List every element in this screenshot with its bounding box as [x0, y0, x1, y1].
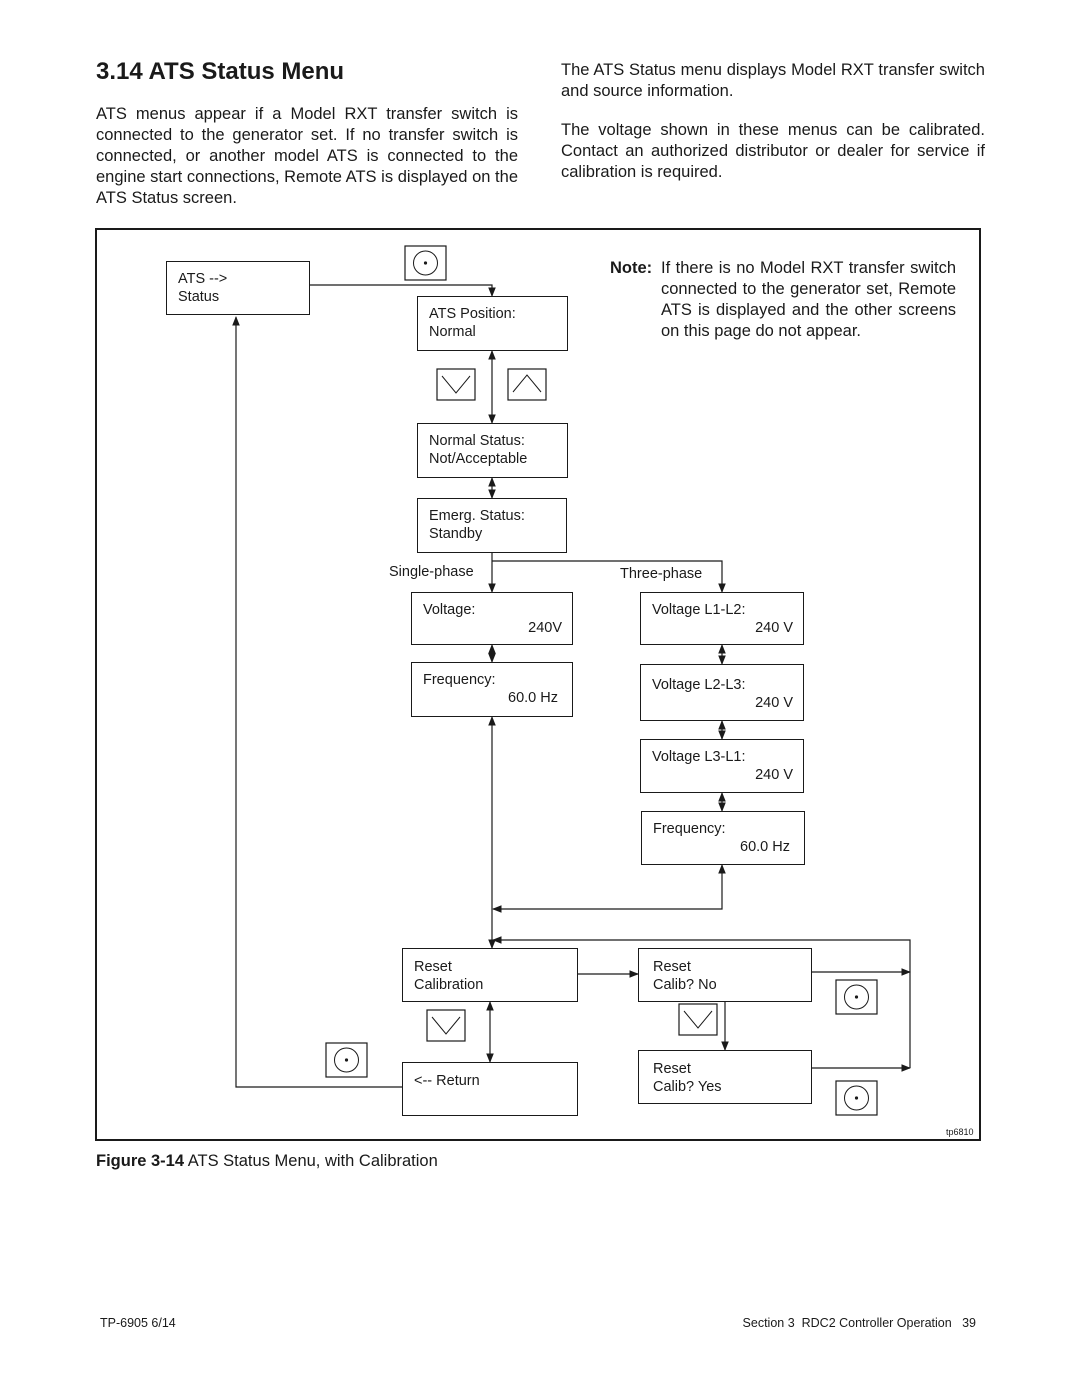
three-phase-label: Three-phase — [620, 566, 703, 582]
menu-box-tp-frequency: Frequency: 60.0 Hz — [641, 811, 805, 865]
box-line: Frequency: — [653, 821, 726, 837]
down-arrow-button-icon — [678, 1003, 718, 1036]
menu-box-ats-position: ATS Position: Normal — [417, 296, 568, 351]
note-text: If there is no Model RXT transfer switch… — [661, 259, 956, 340]
box-value: 60.0 Hz — [508, 690, 558, 706]
menu-box-tp-voltage-l2-l3: Voltage L2-L3: 240 V — [640, 664, 804, 721]
box-line: Not/Acceptable — [429, 451, 528, 467]
caption-number: Figure 3-14 — [96, 1152, 185, 1170]
description-paragraph: The ATS Status menu displays Model RXT t… — [561, 61, 985, 100]
box-value: 240 V — [755, 695, 793, 711]
figure-caption: Figure 3-14 ATS Status Menu, with Calibr… — [96, 1152, 438, 1171]
box-line: Calib? Yes — [653, 1079, 722, 1095]
box-line: Voltage: — [423, 602, 476, 618]
box-line: Emerg. Status: — [429, 508, 525, 524]
box-line: Reset — [653, 959, 691, 975]
up-arrow-button-icon — [507, 368, 547, 401]
box-line: Reset — [653, 1061, 691, 1077]
menu-box-return: <-- Return — [402, 1062, 578, 1116]
box-value: 240V — [528, 620, 562, 636]
menu-box-reset-calib-yes: Reset Calib? Yes — [638, 1050, 812, 1104]
note-label: Note: — [610, 259, 653, 277]
box-line: Normal Status: — [429, 433, 525, 449]
box-line: ATS Position: — [429, 306, 516, 322]
down-arrow-button-icon — [436, 368, 476, 401]
box-line: Normal — [429, 324, 476, 340]
box-line: Calibration — [414, 977, 484, 993]
box-line: Voltage L2-L3: — [652, 677, 746, 693]
footer-section-page: Section 3 RDC2 Controller Operation 39 — [742, 1316, 976, 1330]
box-line: ATS --> — [178, 271, 228, 287]
select-button-icon — [835, 1080, 878, 1116]
single-phase-label: Single-phase — [389, 564, 474, 580]
menu-box-sp-voltage: Voltage: 240V — [411, 592, 573, 645]
menu-box-ats-status: ATS --> Status — [166, 261, 310, 315]
menu-box-tp-voltage-l3-l1: Voltage L3-L1: 240 V — [640, 739, 804, 793]
box-line: Voltage L3-L1: — [652, 749, 746, 765]
select-button-icon — [325, 1042, 368, 1078]
figure-frame — [95, 228, 981, 1141]
down-arrow-button-icon — [426, 1009, 466, 1042]
caption-text: ATS Status Menu, with Calibration — [187, 1152, 438, 1170]
box-value: 60.0 Hz — [740, 839, 790, 855]
box-line: Frequency: — [423, 672, 496, 688]
section-heading: 3.14 ATS Status Menu — [96, 58, 345, 85]
box-value: 240 V — [755, 767, 793, 783]
intro-paragraph: ATS menus appear if a Model RXT transfer… — [96, 105, 518, 207]
select-button-icon — [835, 979, 878, 1015]
menu-box-normal-status: Normal Status: Not/Acceptable — [417, 423, 568, 478]
box-line: Status — [178, 289, 220, 305]
menu-box-emerg-status: Emerg. Status: Standby — [417, 498, 567, 553]
menu-box-tp-voltage-l1-l2: Voltage L1-L2: 240 V — [640, 592, 804, 645]
box-value: 240 V — [755, 620, 793, 636]
box-line: Standby — [429, 526, 483, 542]
calibration-paragraph: The voltage shown in these menus can be … — [561, 121, 985, 181]
box-line: Reset — [414, 959, 452, 975]
menu-box-reset-calib-no: Reset Calib? No — [638, 948, 812, 1002]
menu-box-reset-calibration: Reset Calibration — [402, 948, 578, 1002]
box-line: Voltage L1-L2: — [652, 602, 746, 618]
menu-box-sp-frequency: Frequency: 60.0 Hz — [411, 662, 573, 717]
figure-note: Note: If there is no Model RXT transfer … — [610, 258, 956, 342]
select-button-icon — [404, 245, 447, 281]
box-line: Calib? No — [653, 977, 717, 993]
figure-tag: tp6810 — [946, 1127, 974, 1137]
box-line: <-- Return — [414, 1073, 480, 1089]
footer-doc-id: TP-6905 6/14 — [100, 1316, 176, 1330]
